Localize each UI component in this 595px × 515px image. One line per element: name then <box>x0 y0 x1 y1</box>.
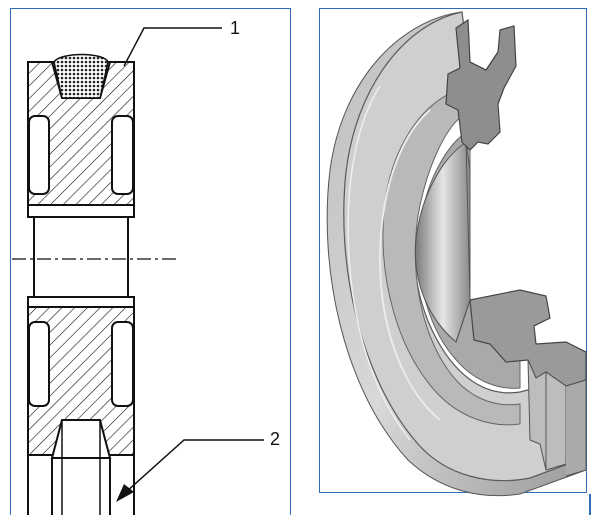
web-pocket-left <box>28 115 50 195</box>
leader-2 <box>125 439 264 493</box>
page-edge-marker <box>589 494 591 515</box>
callout-label-1: 1 <box>230 18 241 38</box>
web-pocket-left-lower <box>28 321 50 407</box>
bore-upper-edge <box>27 204 135 218</box>
callout-label-2: 2 <box>270 429 281 449</box>
section-view-frame <box>10 8 291 515</box>
isometric-render <box>326 11 587 497</box>
rope-insert <box>53 53 109 99</box>
leader-2-arrowhead <box>116 484 134 502</box>
web-pocket-right <box>111 115 134 195</box>
web-pocket-right-lower <box>111 321 134 407</box>
isometric-view-frame <box>319 8 587 493</box>
bore <box>33 216 129 298</box>
section-drawing <box>12 27 264 515</box>
leader-1 <box>123 27 222 67</box>
bore-surface <box>414 141 471 343</box>
lower-groove <box>50 419 112 459</box>
